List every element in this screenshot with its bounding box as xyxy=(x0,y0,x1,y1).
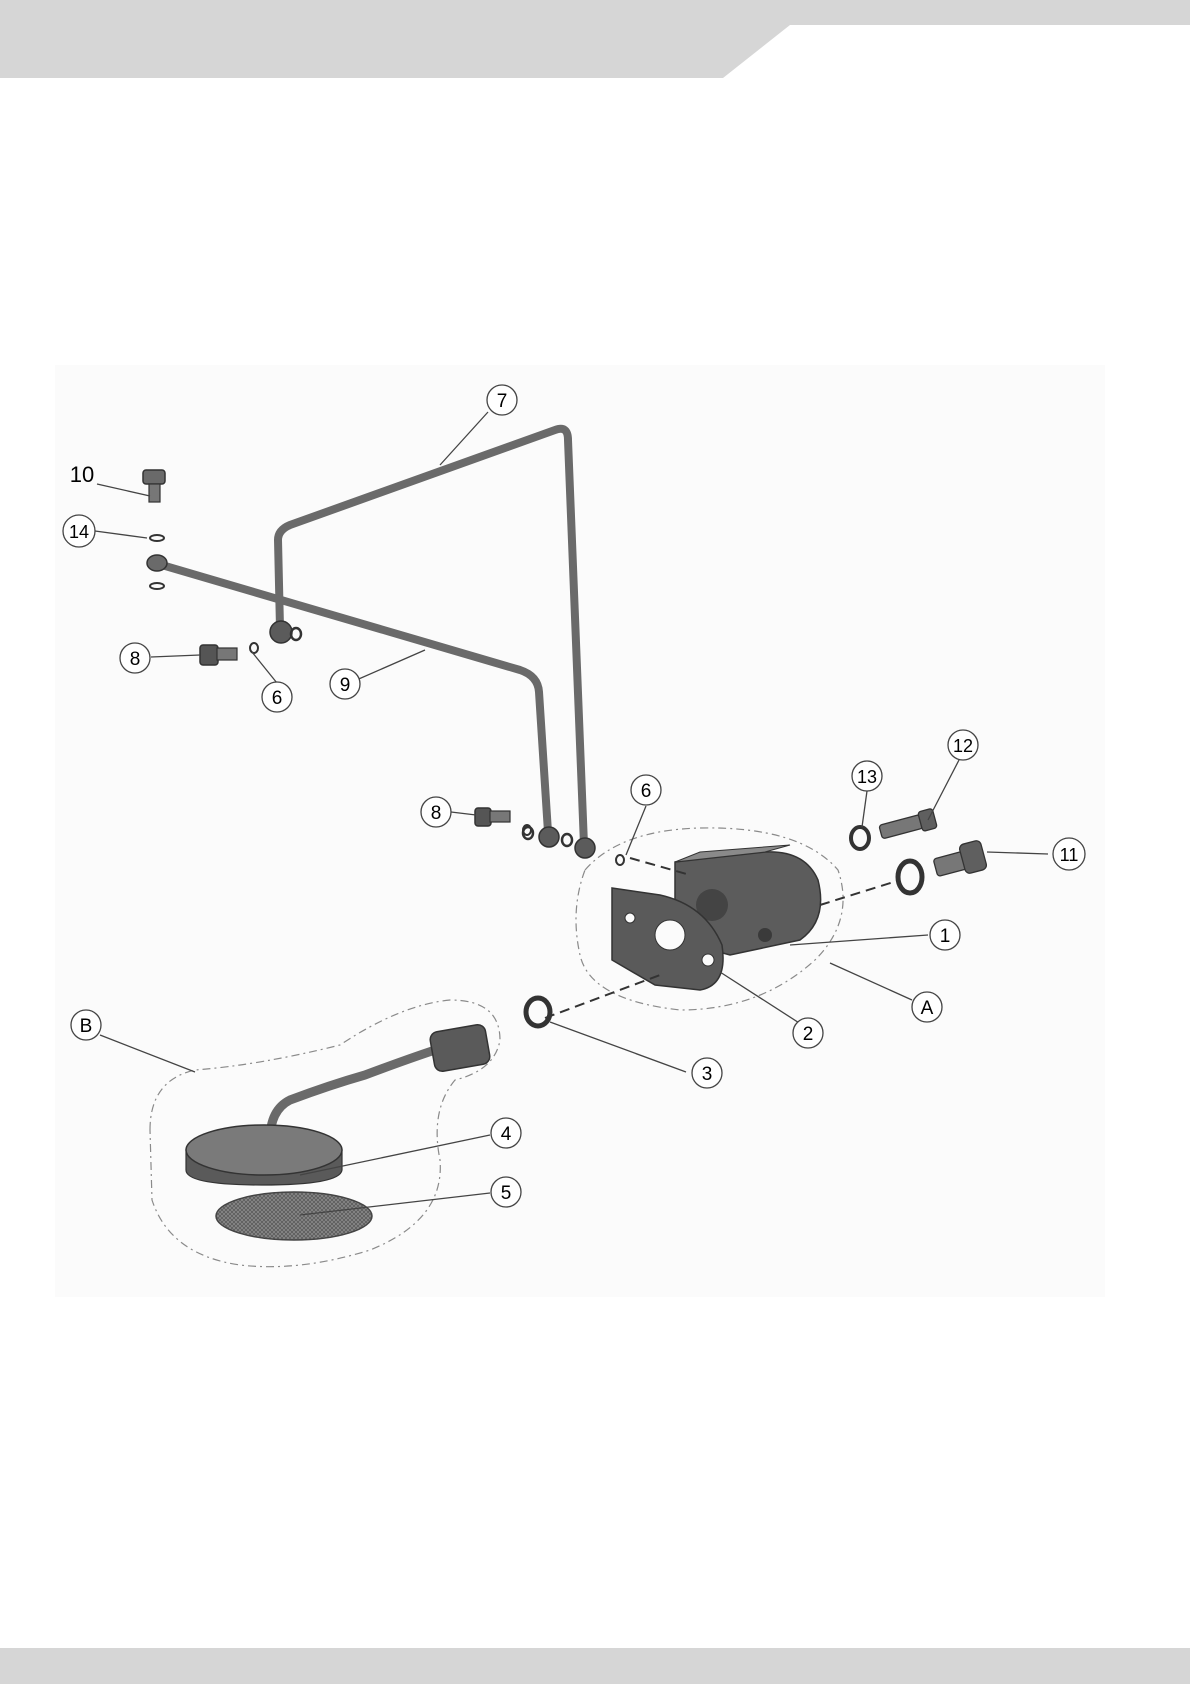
strainer-4 xyxy=(186,1023,491,1185)
washer-14-top xyxy=(150,535,164,541)
axis-line-right xyxy=(820,880,900,905)
svg-text:12: 12 xyxy=(953,736,973,756)
svg-text:6: 6 xyxy=(272,688,283,709)
footer-band xyxy=(0,1648,1190,1684)
svg-text:2: 2 xyxy=(803,1024,814,1045)
callout-B: B xyxy=(71,1010,101,1040)
svg-text:5: 5 xyxy=(501,1183,512,1204)
callout-3: 3 xyxy=(692,1058,722,1088)
sealing-ring xyxy=(562,834,572,846)
bolt-11 xyxy=(933,840,987,877)
diagram-canvas: 7 10 14 8 6 9 8 6 13 12 11 1 A 2 3 B 4 5 xyxy=(55,365,1105,1297)
bolt-10 xyxy=(143,470,165,502)
svg-text:8: 8 xyxy=(431,803,442,824)
callout-14: 14 xyxy=(63,515,95,547)
callout-A: A xyxy=(912,992,942,1022)
callout-7: 7 xyxy=(487,385,517,415)
banjo-fitting-lower-left xyxy=(539,827,559,847)
svg-text:9: 9 xyxy=(340,675,351,696)
banjo-fitting-lower-right xyxy=(575,838,595,858)
callout-10: 10 xyxy=(70,462,94,487)
pipe-7 xyxy=(278,429,584,845)
callout-1: 1 xyxy=(930,920,960,950)
bolt-8-upper xyxy=(200,645,237,665)
svg-text:13: 13 xyxy=(857,767,877,787)
callout-12: 12 xyxy=(948,730,978,760)
svg-text:14: 14 xyxy=(69,522,89,542)
svg-text:1: 1 xyxy=(940,926,951,947)
washer-14-bottom xyxy=(150,583,164,589)
callout-5: 5 xyxy=(491,1177,521,1207)
tee-fitting xyxy=(147,555,167,571)
o-ring-11 xyxy=(898,861,922,893)
callout-8-lower: 8 xyxy=(421,797,451,827)
callout-2: 2 xyxy=(793,1018,823,1048)
header-band xyxy=(0,0,1190,78)
callout-6-lower: 6 xyxy=(631,775,661,805)
o-ring-13 xyxy=(851,827,869,849)
callout-9: 9 xyxy=(330,669,360,699)
svg-text:A: A xyxy=(921,998,934,1019)
svg-text:4: 4 xyxy=(501,1124,512,1145)
svg-text:11: 11 xyxy=(1060,845,1079,865)
washer-6-upper xyxy=(250,643,258,653)
exploded-parts-diagram: 7 10 14 8 6 9 8 6 13 12 11 1 A 2 3 B 4 5 xyxy=(55,365,1105,1297)
o-ring-3 xyxy=(526,998,550,1026)
callout-13: 13 xyxy=(852,761,882,791)
callout-8-upper: 8 xyxy=(120,643,150,673)
callout-4: 4 xyxy=(491,1118,521,1148)
svg-text:10: 10 xyxy=(70,462,94,487)
mesh-screen-5 xyxy=(216,1192,372,1240)
callout-6-upper: 6 xyxy=(262,682,292,712)
svg-text:8: 8 xyxy=(130,649,141,670)
svg-text:3: 3 xyxy=(702,1064,713,1085)
bolt-12 xyxy=(879,808,937,839)
axis-line-lower xyxy=(545,975,660,1018)
svg-text:6: 6 xyxy=(641,781,652,802)
svg-text:7: 7 xyxy=(497,391,508,412)
banjo-fitting-top xyxy=(270,621,292,643)
svg-text:B: B xyxy=(80,1016,93,1037)
callout-11: 11 xyxy=(1053,838,1085,870)
bolt-8-lower xyxy=(475,808,510,826)
washer-6-lower xyxy=(616,855,624,865)
